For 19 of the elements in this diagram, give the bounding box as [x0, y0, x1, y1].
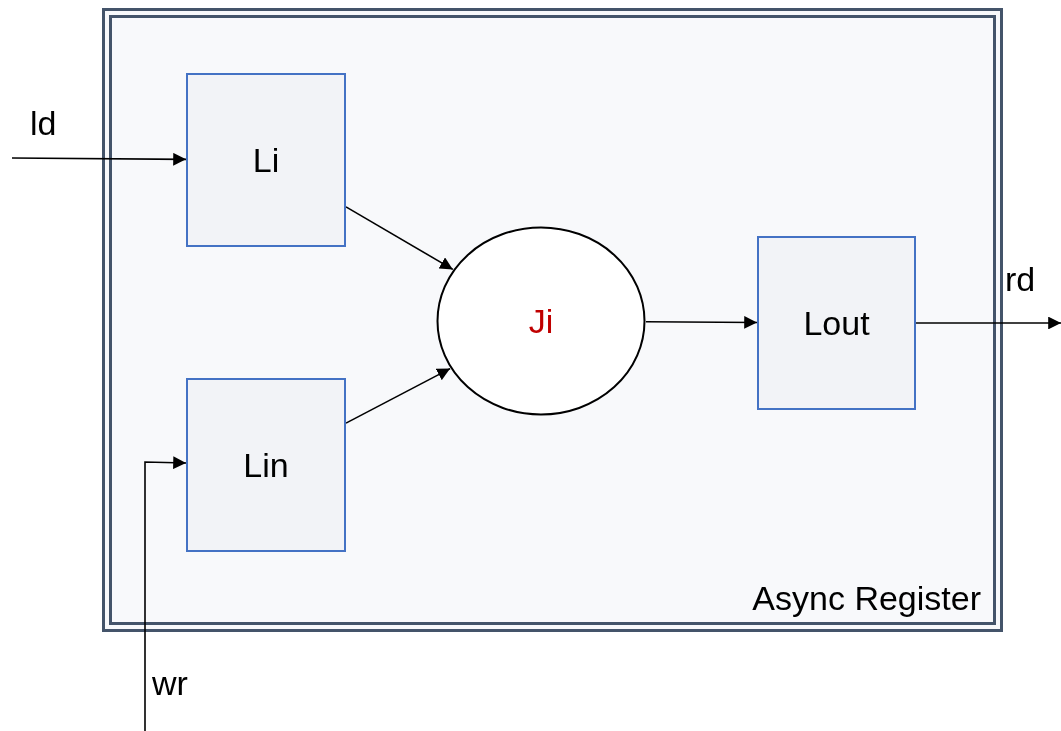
node-label: Lout: [803, 303, 870, 343]
arrow: [915, 316, 1061, 330]
latch-box: [186, 378, 346, 552]
signal-label: rd: [1005, 260, 1036, 299]
signal-label: ld: [30, 104, 57, 143]
arrow: [345, 367, 451, 424]
container-title: Async Register: [752, 579, 981, 618]
node-label: Lin: [243, 445, 289, 485]
signal-label: wr: [152, 664, 188, 703]
join-circle: [436, 226, 646, 416]
node-label: Ji: [528, 301, 554, 341]
arrow: [645, 316, 758, 329]
node-label: Li: [252, 140, 280, 180]
arrow: [11, 152, 187, 166]
arrow: [345, 206, 454, 271]
latch-box: [757, 236, 916, 410]
latch-box: [186, 73, 346, 247]
arrow: [144, 456, 187, 731]
register-container: [102, 8, 1003, 632]
